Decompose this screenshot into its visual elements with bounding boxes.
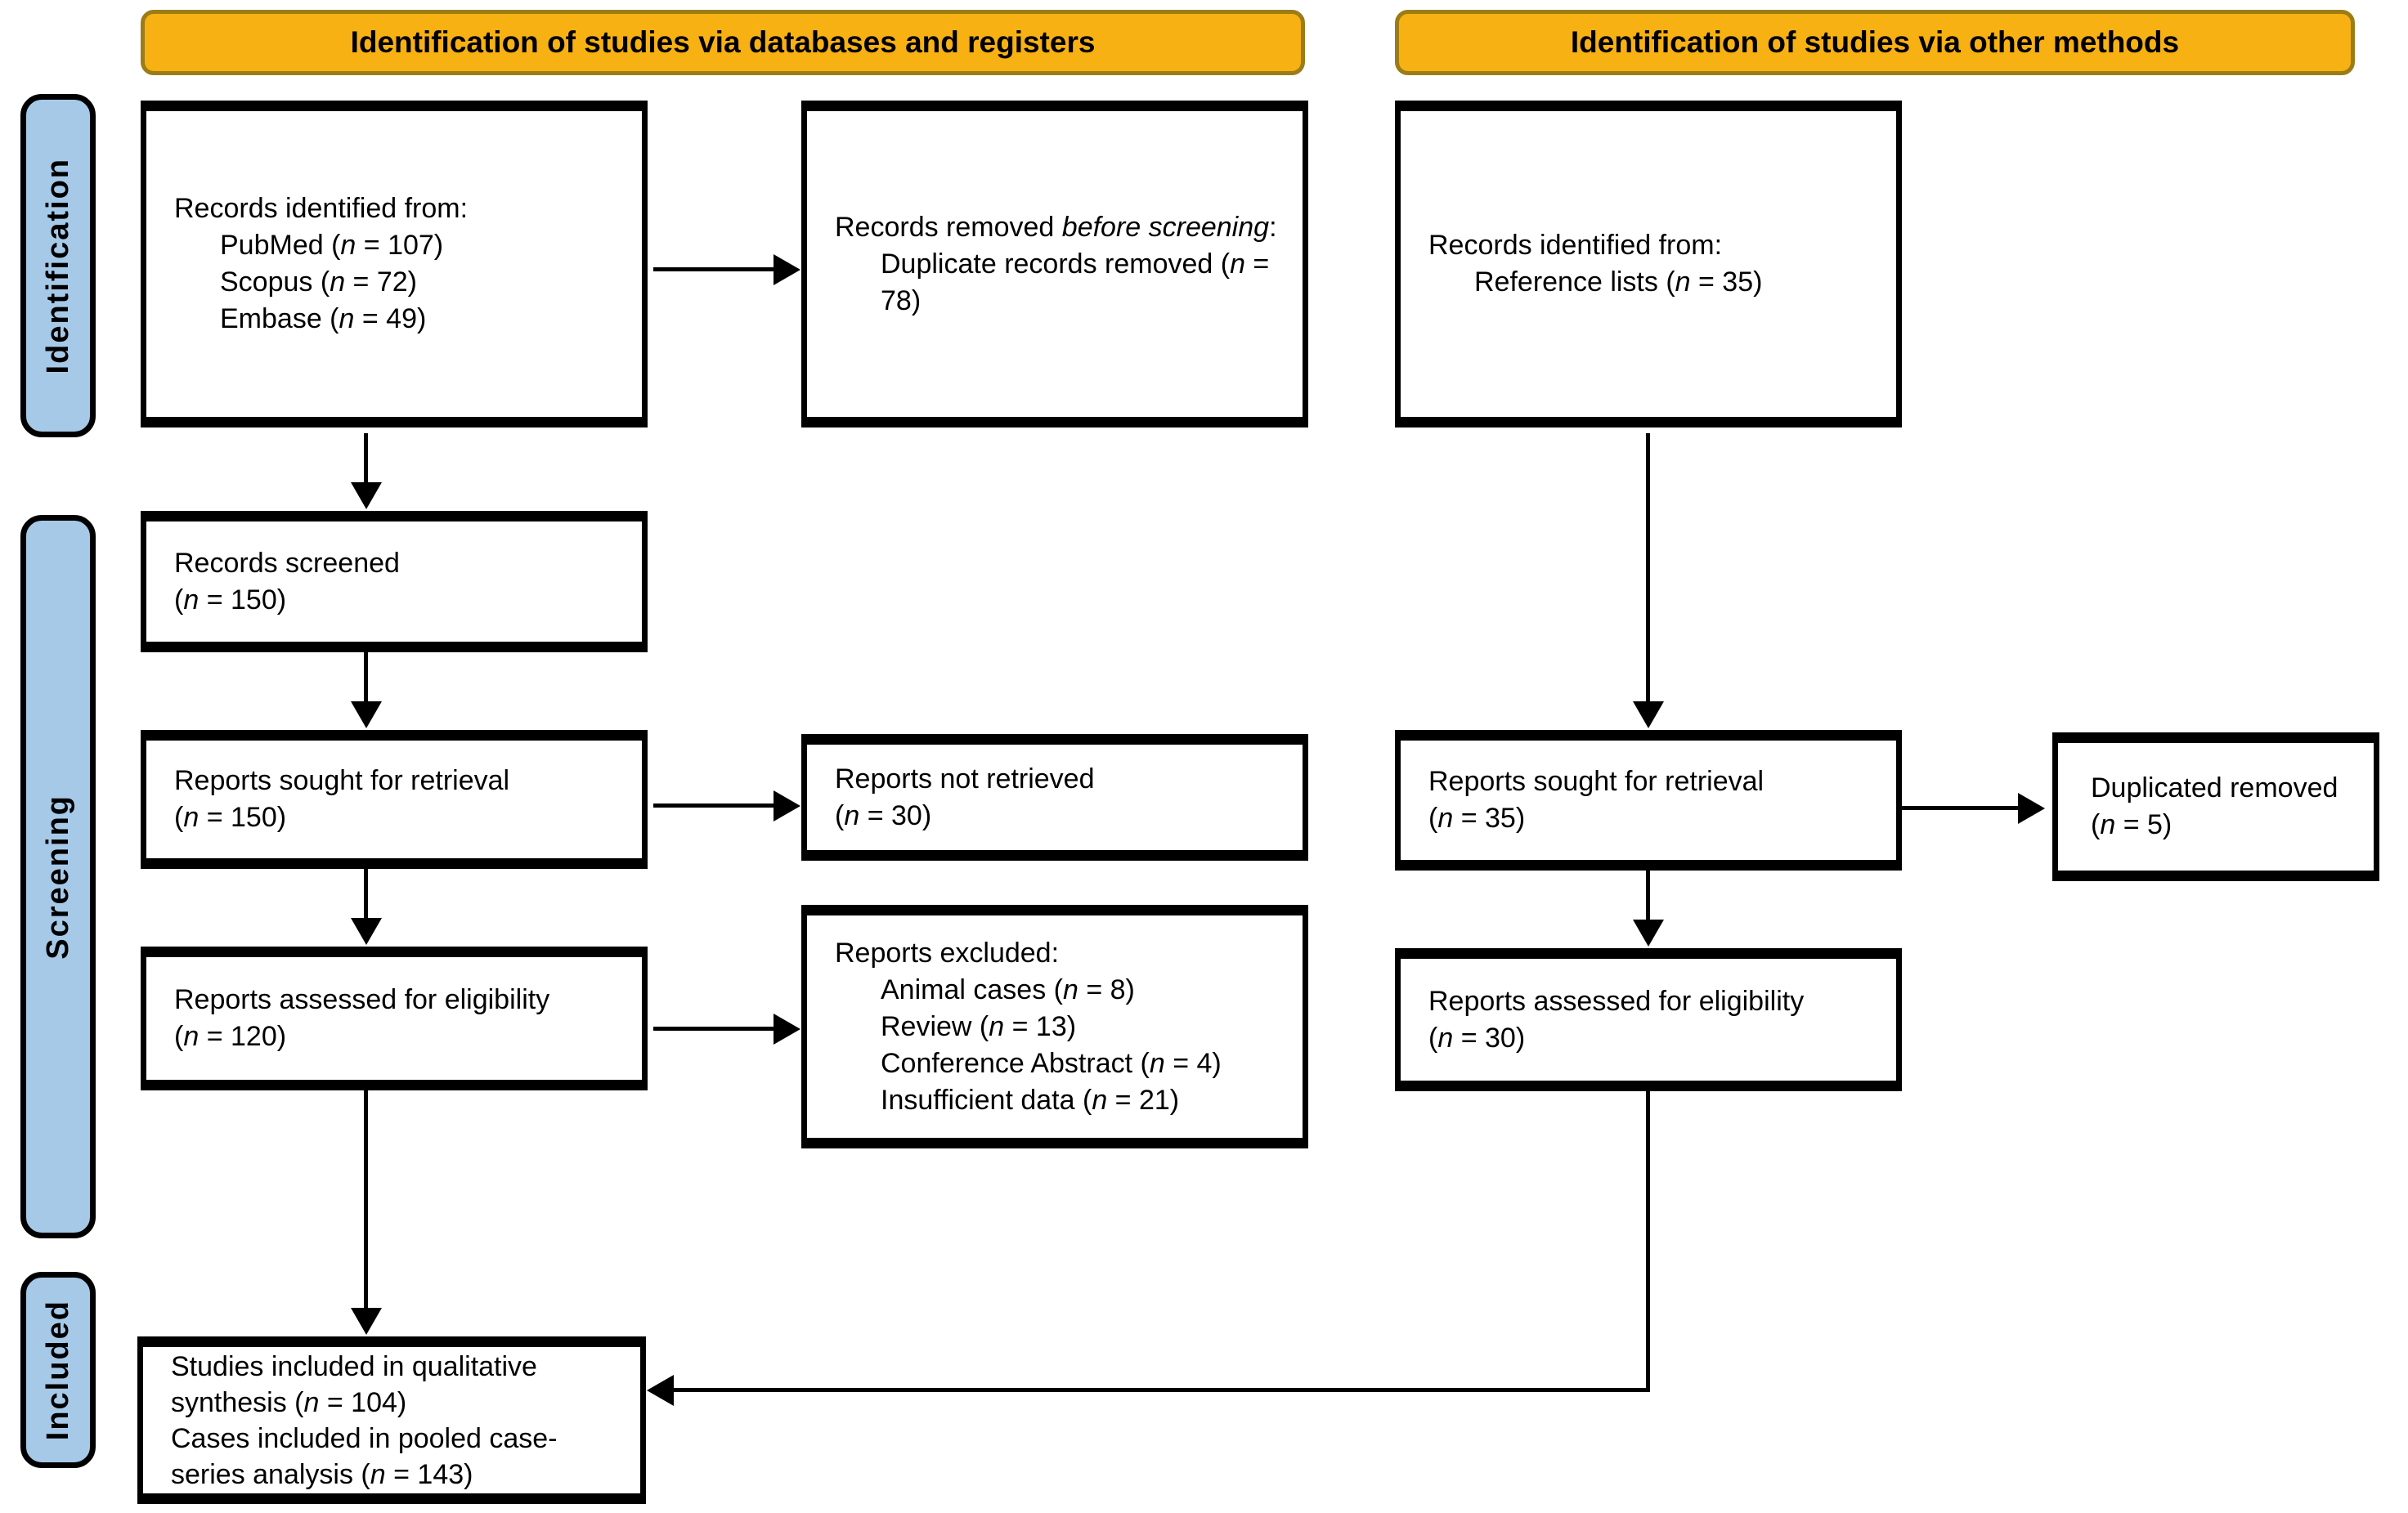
box-text-line: Duplicated removed (n = 5) (2091, 772, 2338, 840)
box-text-line: (n = 30) (835, 799, 932, 831)
arrow-head (647, 1375, 674, 1406)
box-text-line: Cases included in pooled case-series ana… (171, 1422, 558, 1490)
box-text-line: Reports excluded: (835, 937, 1060, 969)
box-records-identified-other: Records identified from: Reference lists… (1395, 101, 1902, 427)
box-records-identified-databases: Records identified from: PubMed (n = 107… (141, 101, 648, 427)
box-text-line: Insufficient data (n = 21) (881, 1084, 1180, 1116)
box-reports-assessed-databases: Reports assessed for eligibility (n = 12… (141, 947, 648, 1090)
arrow-line (1646, 1091, 1650, 1392)
arrow-head (351, 701, 382, 728)
box-text-line: Records screened (174, 547, 400, 579)
box-text-line: Studies included in qualitative synthesi… (171, 1350, 537, 1418)
box-text-line: Conference Abstract (n = 4) (881, 1047, 1222, 1079)
box-text-line: (n = 30) (1428, 1022, 1526, 1054)
box-records-removed-before-screening: Records removed before screening: Duplic… (801, 101, 1308, 427)
box-reports-not-retrieved: Reports not retrieved (n = 30) (801, 734, 1308, 861)
stage-screening: Screening (20, 515, 96, 1238)
box-duplicated-removed: Duplicated removed (n = 5) (2052, 732, 2379, 881)
arrow-line (653, 267, 776, 271)
box-text-line: Scopus (n = 72) (220, 266, 417, 298)
box-text-line: Duplicate records removed (n = 78) (881, 248, 1270, 316)
arrow-line (1646, 433, 1650, 703)
stage-identification-label: Identification (40, 157, 75, 374)
arrow-line (364, 1090, 368, 1311)
stage-screening-label: Screening (40, 794, 75, 960)
arrow-head (774, 1014, 800, 1045)
arrow-line (1646, 871, 1650, 921)
stage-identification: Identification (20, 94, 96, 437)
arrow-head (351, 1308, 382, 1335)
arrow-head (351, 482, 382, 509)
stage-included-label: Included (40, 1299, 75, 1441)
arrow-head (774, 254, 800, 285)
box-text-line: Reports assessed for eligibility (174, 984, 550, 1015)
arrow-line (1902, 806, 2020, 810)
box-records-screened: Records screened (n = 150) (141, 511, 648, 652)
box-text-line: (n = 35) (1428, 803, 1526, 834)
stage-included: Included (20, 1272, 96, 1468)
header-databases-registers: Identification of studies via databases … (141, 10, 1305, 75)
arrow-head (774, 790, 800, 821)
box-text-line: Reference lists (n = 35) (1474, 266, 1763, 298)
header-other-methods: Identification of studies via other meth… (1395, 10, 2355, 75)
box-text-line: Records identified from: (174, 193, 469, 224)
box-text-line: (n = 150) (174, 802, 287, 833)
arrow-line (364, 869, 368, 920)
box-text-line: Embase (n = 49) (220, 303, 427, 334)
box-text-line: Review (n = 13) (881, 1010, 1077, 1042)
arrow-line (653, 804, 776, 808)
arrow-head (351, 918, 382, 945)
box-reports-sought-other: Reports sought for retrieval (n = 35) (1395, 730, 1902, 871)
box-text-line: Reports assessed for eligibility (1428, 985, 1805, 1017)
arrow-head (1633, 920, 1664, 947)
box-text-line: Reports not retrieved (835, 763, 1095, 795)
arrow-line (653, 1027, 776, 1031)
box-text-line: Reports sought for retrieval (174, 765, 510, 796)
arrow-head (1633, 701, 1664, 728)
arrow-line (364, 652, 368, 703)
box-text-line: Records identified from: (1428, 230, 1723, 261)
arrow-line (672, 1388, 1650, 1392)
arrow-line (364, 433, 368, 484)
box-text-line: Reports sought for retrieval (1428, 766, 1765, 797)
box-text-line: Animal cases (n = 8) (881, 974, 1135, 1005)
box-reports-assessed-other: Reports assessed for eligibility (n = 30… (1395, 948, 1902, 1091)
box-text-line: (n = 120) (174, 1021, 287, 1052)
box-studies-included: Studies included in qualitative synthesi… (137, 1336, 646, 1504)
box-text-line: Records removed before screening: (835, 211, 1277, 243)
box-text-line: PubMed (n = 107) (220, 230, 444, 261)
arrow-head (2018, 793, 2045, 824)
box-reports-excluded: Reports excluded: Animal cases (n = 8) R… (801, 905, 1308, 1148)
box-text-line: (n = 150) (174, 584, 287, 615)
box-reports-sought-databases: Reports sought for retrieval (n = 150) (141, 730, 648, 869)
